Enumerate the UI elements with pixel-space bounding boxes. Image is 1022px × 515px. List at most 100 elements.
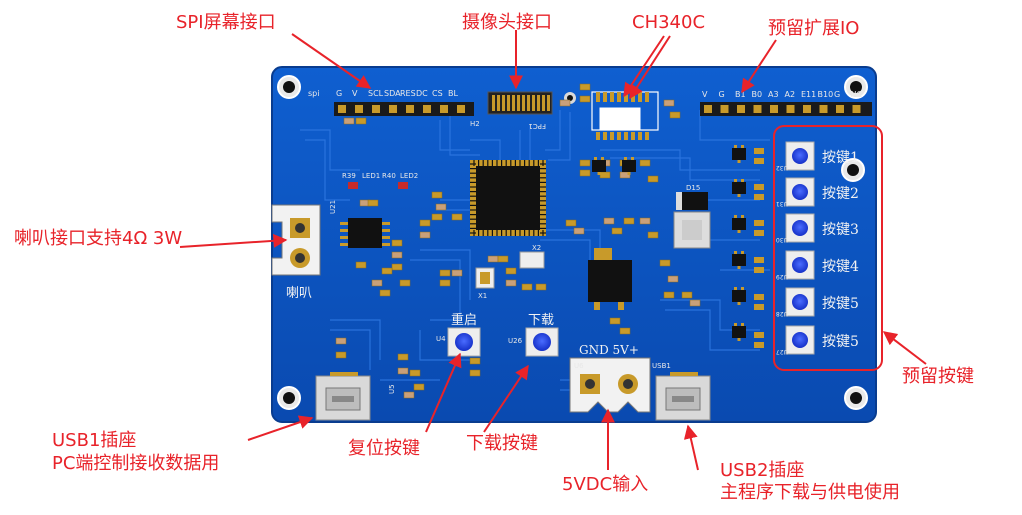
io-pin-label: B1 xyxy=(735,90,746,99)
smd-component xyxy=(669,111,681,119)
reserved-key-cap xyxy=(792,294,808,310)
spi-pin-label: spi xyxy=(308,89,319,98)
smd-component xyxy=(639,217,651,225)
smd-component xyxy=(667,275,679,283)
reset-ref: U4 xyxy=(436,335,446,343)
keys-highlight-frame xyxy=(773,125,883,371)
io-pin-label: NC xyxy=(851,90,863,99)
smd-component xyxy=(355,117,367,125)
mounting-holes xyxy=(277,75,868,410)
reserved-key-ref: U30 xyxy=(776,236,788,243)
annotation-download: 下载按键 xyxy=(466,433,538,454)
spi-pin-label: G xyxy=(336,89,342,98)
reserved-key-label: 按键1 xyxy=(822,150,859,166)
speaker-connector xyxy=(271,204,321,276)
mcu-chip xyxy=(470,160,546,236)
camera-fpc-connector xyxy=(487,91,553,115)
power-ref: U6 xyxy=(574,362,584,370)
smd-component xyxy=(559,99,571,107)
usb1-connector xyxy=(315,372,371,421)
annotation-spi: SPI屏幕接口 xyxy=(176,12,276,33)
spi-pin-label: BL xyxy=(448,89,458,98)
reserved-key-cap xyxy=(792,332,808,348)
voltage-regulator xyxy=(588,248,632,310)
annotation-camera: 摄像头接口 xyxy=(462,12,552,33)
d15-ref: D15 xyxy=(686,184,700,192)
io-pin-label: B10 xyxy=(818,90,834,99)
fpc-ref: FPC1 xyxy=(528,122,546,130)
smd-component xyxy=(639,159,651,167)
reserved-key-ref: U27 xyxy=(776,348,788,355)
annotation-usb2-line1: USB2插座 xyxy=(720,460,805,481)
transistor xyxy=(622,160,636,172)
smd-component xyxy=(579,159,591,167)
smd-component xyxy=(579,169,591,177)
transistor xyxy=(732,326,746,338)
reserved-key-cap xyxy=(792,148,808,164)
crystal-x2 xyxy=(519,251,545,269)
io-pin-label: A2 xyxy=(785,90,796,99)
smd-component xyxy=(451,213,463,221)
reset-silk: 重启 xyxy=(451,312,477,328)
speaker-ref: U21 xyxy=(329,200,337,214)
smd-component xyxy=(399,279,411,287)
smd-component xyxy=(371,279,383,287)
smd-component xyxy=(431,213,443,221)
smd-component xyxy=(403,391,415,399)
reserved-key-cap xyxy=(792,257,808,273)
transistor xyxy=(732,254,746,266)
annotation-arrows xyxy=(179,30,927,471)
smd-component xyxy=(439,269,451,277)
power-terminal xyxy=(569,357,651,413)
smd-component xyxy=(391,239,403,247)
spi-pin-label: DC xyxy=(416,89,428,98)
annotation-usb1-line1: USB1插座 xyxy=(52,430,137,451)
amp-chip xyxy=(340,218,390,248)
reserved-key-label: 按键2 xyxy=(822,186,859,202)
smd-component xyxy=(335,351,347,359)
reserved-key-label: 按键4 xyxy=(822,259,859,275)
download-ref: U26 xyxy=(508,337,523,345)
download-silk: 下载 xyxy=(528,313,554,328)
smd-component xyxy=(419,219,431,227)
smd-component xyxy=(367,199,379,207)
reserved-key-label: 按键5 xyxy=(822,334,859,350)
smd-component xyxy=(659,259,671,267)
smd-component xyxy=(681,291,693,299)
smd-component xyxy=(599,171,611,179)
spi-pin-label: SCL xyxy=(368,89,384,98)
svg-text:R39: R39 xyxy=(342,172,356,180)
smd-component xyxy=(619,327,631,335)
smd-component xyxy=(419,231,431,239)
smd-component xyxy=(565,219,577,227)
annotation-usb1-line2: PC端控制接收数据用 xyxy=(52,453,220,474)
passive-components xyxy=(335,83,746,399)
reserved-key-label: 按键3 xyxy=(822,222,859,238)
reserved-key-switch xyxy=(785,213,815,243)
smd-component xyxy=(451,269,463,277)
pcb-board xyxy=(271,66,877,423)
smd-component xyxy=(343,117,355,125)
usb2-ref: USB1 xyxy=(652,362,671,370)
x1-ref: X1 xyxy=(478,292,487,300)
reserved-key-ref: U32 xyxy=(776,164,788,171)
usb2-connector xyxy=(655,372,711,421)
smd-component xyxy=(579,95,591,103)
reserved-key-label: 按键5 xyxy=(822,296,859,312)
spi-pin-label: V xyxy=(352,89,358,98)
smd-component xyxy=(397,367,409,375)
diode-d15 xyxy=(676,192,708,210)
smd-component xyxy=(469,357,481,365)
spi-pin-label: RES xyxy=(400,89,416,98)
smd-component xyxy=(409,369,421,377)
download-button xyxy=(525,327,559,357)
ch340-chip xyxy=(591,91,659,140)
smd-component xyxy=(663,291,675,299)
smd-component xyxy=(391,251,403,259)
reserved-key-cap xyxy=(792,220,808,236)
